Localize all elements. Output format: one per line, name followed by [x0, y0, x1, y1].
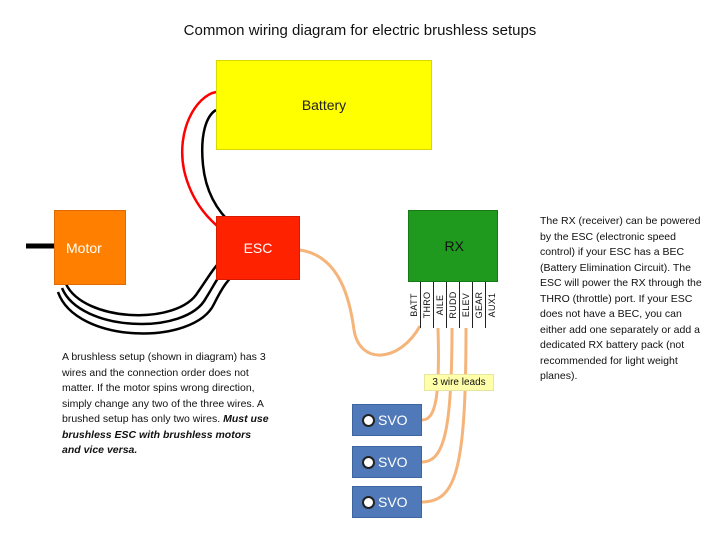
- battery-positive-wire: [180, 90, 225, 233]
- servo-horn-icon: [362, 455, 375, 469]
- rx-channel-aux1: AUX1: [486, 282, 498, 328]
- rx-channel-strip: BATT THRO AILE RUDD ELEV GEAR AUX1: [408, 282, 498, 328]
- rx-channel-batt: BATT: [408, 282, 421, 328]
- rx-channel-label: AILE: [435, 294, 445, 316]
- rx-channel-rudd: RUDD: [447, 282, 460, 328]
- servo-horn-icon: [362, 413, 375, 427]
- rx-channel-gear: GEAR: [473, 282, 486, 328]
- esc-throttle-lead: [299, 248, 422, 357]
- rx-channel-label: AUX1: [487, 292, 497, 318]
- servo-label: SVO: [378, 494, 408, 510]
- rx-label: RX: [444, 238, 464, 254]
- battery-negative-wire: [201, 108, 235, 227]
- rx-channel-label: THRO: [422, 291, 432, 319]
- servo-horn-icon: [362, 495, 375, 509]
- battery-box: Battery: [216, 60, 432, 150]
- servo-box-1: SVO: [352, 404, 422, 436]
- servo-box-3: SVO: [352, 486, 422, 518]
- brushless-note: A brushless setup (shown in diagram) has…: [62, 350, 272, 459]
- servo-label: SVO: [378, 412, 408, 428]
- brushless-note-text: A brushless setup (shown in diagram) has…: [62, 351, 266, 425]
- rx-box: RX: [408, 210, 498, 282]
- motor-label: Motor: [66, 239, 102, 256]
- diagram-title: Common wiring diagram for electric brush…: [183, 22, 537, 39]
- motor-box: Motor: [54, 210, 126, 285]
- rx-channel-label: GEAR: [474, 291, 484, 319]
- rx-channel-thro: THRO: [421, 282, 434, 328]
- wire-leads-label: 3 wire leads: [424, 374, 494, 391]
- rx-channel-label: ELEV: [461, 292, 471, 318]
- battery-label: Battery: [301, 97, 347, 113]
- motor-wire-3: [56, 268, 241, 335]
- rx-channel-aile: AILE: [434, 282, 447, 328]
- servo-label: SVO: [378, 454, 408, 470]
- receiver-power-note: The RX (receiver) can be powered by the …: [540, 215, 702, 382]
- servo-box-2: SVO: [352, 446, 422, 478]
- motor-wire-1: [64, 255, 227, 317]
- rx-channel-elev: ELEV: [460, 282, 473, 328]
- servo-lead-2: [421, 327, 454, 464]
- rx-channel-label: RUDD: [448, 291, 458, 319]
- esc-label: ESC: [243, 240, 273, 256]
- brushless-note-emphasis: Must use brushless ESC with brushless mo…: [62, 413, 269, 456]
- servo-lead-1: [421, 327, 440, 422]
- rx-channel-label: BATT: [409, 293, 419, 317]
- servo-lead-3: [421, 327, 468, 504]
- esc-box: ESC: [216, 216, 300, 280]
